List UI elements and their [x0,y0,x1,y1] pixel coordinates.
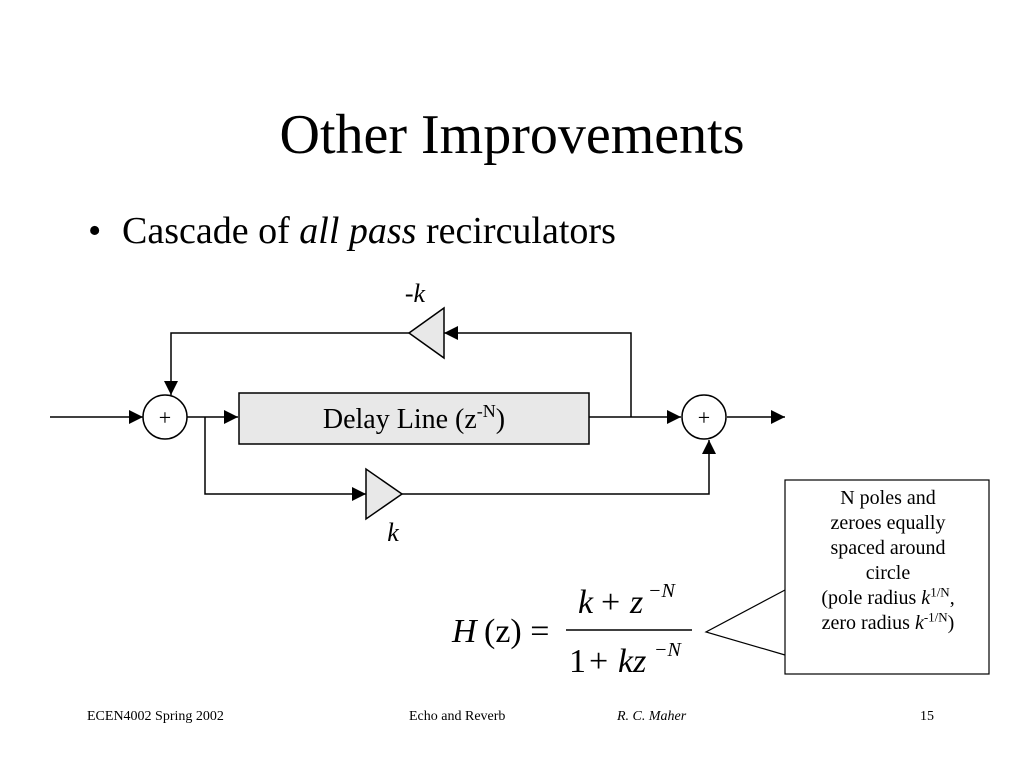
delay-line-box [238,392,590,445]
transfer-function: H (z) = k + z −N 1 + kz −N [451,580,692,680]
feedforward-gain-triangle [365,467,404,521]
callout-box [784,479,990,675]
callout-line-3: spaced around [830,537,946,559]
formula-den-1: 1 [569,643,586,680]
feedback-path-right [444,326,632,417]
bullet-item: • Cascade of all pass recirculators [88,206,616,256]
feedback-gain-triangle [407,306,445,360]
feedback-gain-label: -k [405,279,426,308]
feedforward-path-left [204,417,366,501]
formula-num-plus: + [601,584,620,621]
formula-den-kz: kz [618,643,646,680]
formula-den-plus: + [589,643,608,680]
formula-lhs-H: H [451,613,479,650]
footer-course: ECEN4002 Spring 2002 [87,709,224,724]
bullet-dot: • [88,210,102,252]
bullet-emphasis: all pass [299,210,417,252]
feedback-path-left [164,332,409,395]
summing-junction-2-symbol: + [698,405,710,430]
callout-line-5: (pole radius k1/N, [821,584,955,609]
formula-lhs-z: (z) = [484,613,549,650]
formula-den-exp: −N [654,639,682,661]
formula-num-exp: −N [648,580,676,602]
summing-junction-2 [681,394,727,440]
summing-junction-1 [142,394,188,440]
callout-pointer [704,589,786,656]
footer-page-number: 15 [920,709,934,724]
bullet-prefix: Cascade of [122,210,300,252]
footer-author: R. C. Maher [617,709,687,724]
callout-line-2: zeroes equally [830,512,946,534]
callout-line-1: N poles and [840,487,936,509]
footer-topic: Echo and Reverb [409,709,506,724]
callout-text: N poles and zeroes equally spaced around… [790,486,986,636]
feedforward-gain-label: k [387,518,399,547]
delay-line-label: Delay Line (z-N) [323,401,505,435]
formula-num-z: z [629,584,643,621]
bullet-suffix: recirculators [416,210,616,252]
slide-title: Other Improvements [279,104,745,166]
callout-line-6: zero radius k-1/N) [821,609,955,634]
formula-num-k: k [578,584,594,621]
callout-line-4: circle [865,562,911,584]
feedforward-path-right [402,440,716,495]
summing-junction-1-symbol: + [159,405,171,430]
